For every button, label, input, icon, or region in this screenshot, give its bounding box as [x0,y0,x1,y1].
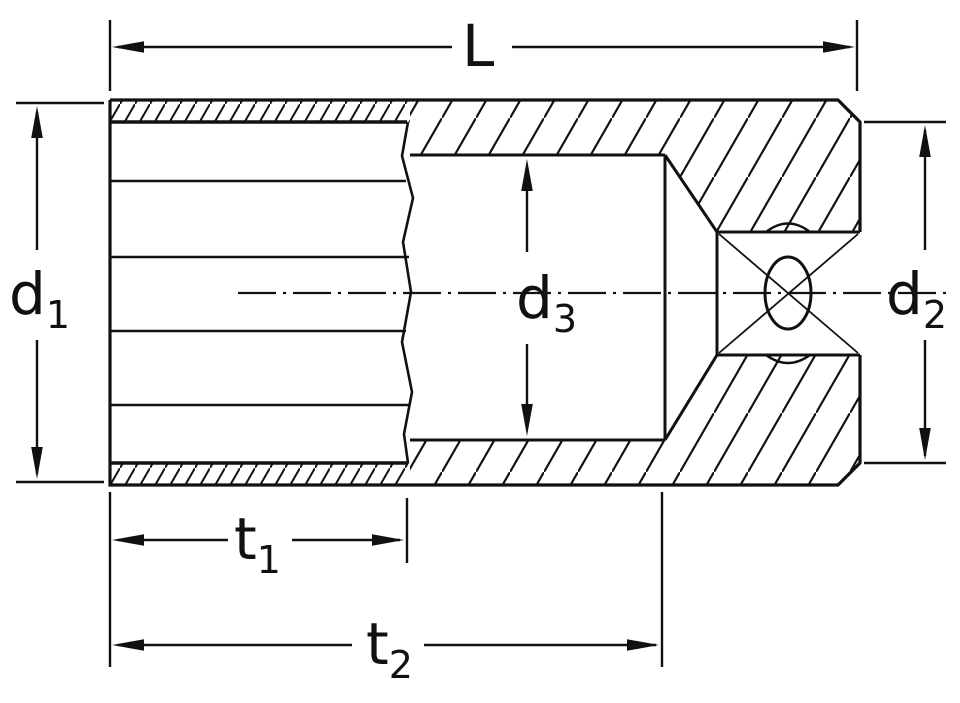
bore-profile-lines [110,120,409,465]
dim-L-extension-lines [108,20,859,91]
dim-d1-extension-lines [16,101,104,484]
arrowhead-down [521,404,533,436]
arrowhead-up [919,125,931,157]
dimension-label-d2: d2 [886,260,947,337]
arrowhead-right [823,41,855,53]
dimension-label-d1: d1 [9,260,70,337]
body-outline [108,98,862,487]
arrowhead-left [112,41,144,53]
arrowhead-down [31,447,43,479]
dimension-t2 [112,492,664,667]
pin-hole-arcs [765,222,811,365]
dimension-label-L: L [462,12,494,80]
dimension-label-t2: t2 [366,610,413,687]
dimension-L [108,20,859,91]
hatch-drive-walls [410,100,860,485]
dimension-d2 [864,120,946,465]
arrowhead-left [112,534,144,546]
pin-hole-ellipse [763,255,813,331]
arrowhead-right [627,639,659,651]
dim-t1-extension-lines [108,492,409,667]
arrowhead-up [521,159,533,191]
square-drive-hole [715,230,860,357]
bore-cavity-outline [410,153,667,442]
dim-d2-extension-lines [864,120,946,465]
dimension-label-d3: d3 [516,264,577,341]
arrowhead-up [31,106,43,138]
dimension-t1 [108,492,409,667]
dimension-label-t1: t1 [234,505,281,582]
dimension-d3 [521,159,533,436]
socket-body [108,98,862,487]
arrowhead-down [919,428,931,460]
arrowhead-right [372,534,404,546]
dimension-d1 [16,101,104,484]
drive-taper-lines [663,154,719,441]
arrowhead-left [112,639,144,651]
cross-flat-lines [718,233,859,354]
spline-transition-line [400,121,415,464]
